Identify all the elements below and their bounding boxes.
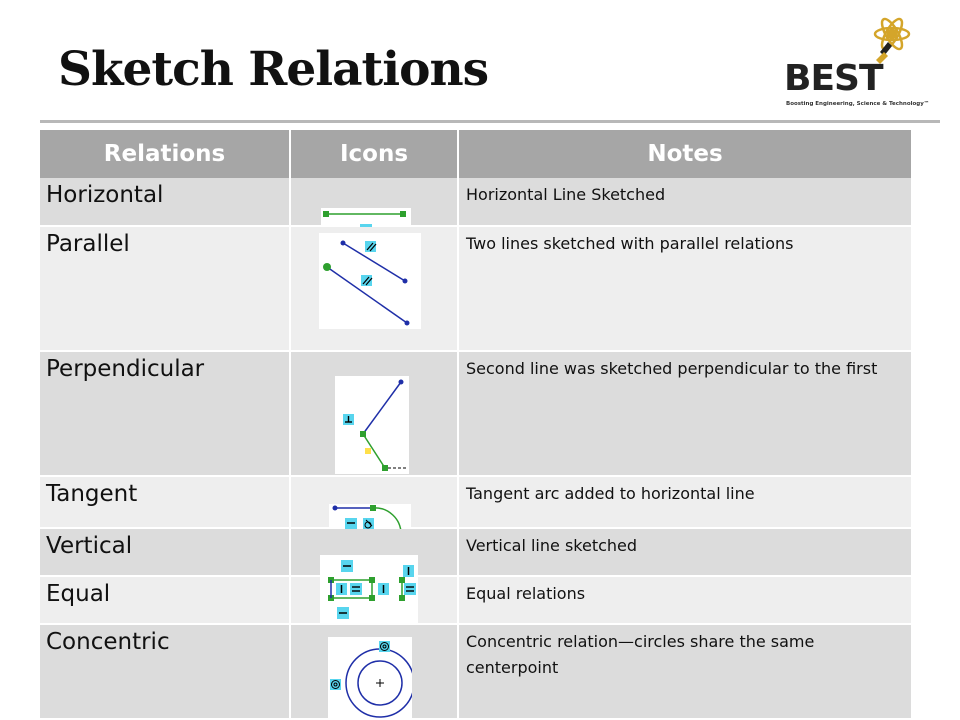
relation-note: Two lines sketched with parallel relatio…: [458, 226, 913, 352]
relations-table: Relations Icons Notes Horizontal Horizon…: [40, 130, 913, 720]
relation-note: Horizontal Line Sketched: [458, 178, 913, 227]
icon-cell: [290, 226, 459, 352]
relation-name: Vertical: [40, 528, 291, 577]
relation-note: Concentric relation—circles share the sa…: [458, 624, 913, 720]
relation-name: Equal: [40, 576, 291, 625]
relation-note: Second line was sketched perpendicular t…: [458, 351, 913, 477]
icon-cell: [290, 178, 459, 238]
parallel-relation-icon: [319, 233, 421, 329]
title-divider: [40, 120, 940, 123]
table-row: Vertical Vertical line sketched: [40, 528, 913, 577]
logo-tagline: Boosting Engineering, Science & Technolo…: [786, 101, 930, 107]
slide-title: Sketch Relations: [58, 42, 489, 97]
relation-note: Tangent arc added to horizontal line: [458, 476, 913, 529]
icon-cell: [290, 624, 459, 720]
table-row: Perpendicular Second line was sketched p…: [40, 351, 913, 477]
equal-relation-icon: [320, 555, 418, 625]
header-notes: Notes: [458, 130, 913, 178]
relation-name: Tangent: [40, 476, 291, 529]
table-row: Concentric Concentric relation—circles s…: [40, 624, 913, 720]
table-row: Equal: [40, 555, 913, 625]
icon-cell: [290, 555, 459, 625]
relation-note: Vertical line sketched: [458, 528, 913, 577]
header-icons: Icons: [290, 130, 459, 178]
logo-wordmark: BEST: [784, 58, 884, 99]
best-logo: BEST Boosting Engineering, Science & Tec…: [784, 12, 930, 112]
relation-note: Equal relations: [458, 576, 913, 625]
icon-cell: [290, 476, 459, 548]
relation-name: Concentric: [40, 624, 291, 720]
table-header-row: Relations Icons Notes: [40, 130, 913, 178]
table-row: Parallel Two lines sketched wi: [40, 226, 913, 352]
header-relations: Relations: [40, 130, 291, 178]
relation-name: Perpendicular: [40, 351, 291, 477]
table-row: Horizontal Horizontal Line Sketched: [40, 178, 913, 238]
icon-cell: [290, 351, 459, 477]
relation-name: Horizontal: [40, 178, 291, 227]
atom-icon: [873, 17, 911, 64]
relation-name: Parallel: [40, 226, 291, 352]
perpendicular-relation-icon: [335, 376, 409, 474]
concentric-relation-icon: [328, 637, 412, 719]
table-row: Tangent Tangent arc added to horizontal …: [40, 476, 913, 548]
